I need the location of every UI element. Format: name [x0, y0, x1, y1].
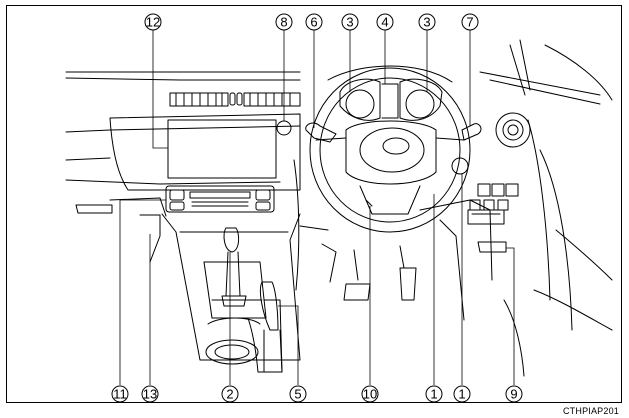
right-air-vent	[495, 112, 531, 148]
engine-switch	[451, 157, 469, 175]
shift-lever	[221, 227, 247, 307]
pedals	[321, 243, 417, 301]
callout-1a: 1	[430, 387, 437, 402]
hazard-switch	[276, 120, 292, 136]
callout-2: 2	[226, 387, 233, 402]
callout-9-circle	[505, 385, 523, 403]
right-switch-panel	[467, 183, 519, 225]
callout-7-circle	[461, 13, 479, 31]
callout-3a: 3	[346, 15, 353, 30]
callout-1a-circle	[425, 385, 443, 403]
callout-12: 12	[146, 15, 160, 30]
center-display	[109, 113, 301, 191]
steering-wheel	[309, 67, 471, 233]
hood-lock-release-lever	[477, 241, 507, 253]
callout-3b: 3	[423, 15, 430, 30]
parking-brake-lever	[259, 281, 283, 373]
leader-lines	[119, 30, 515, 385]
climate-control-panel	[165, 185, 275, 213]
dashboard-outline	[65, 39, 613, 185]
callout-5: 5	[294, 387, 301, 402]
callout-3a-circle	[341, 13, 359, 31]
callout-13: 13	[143, 387, 157, 402]
light-switch-stalk	[305, 122, 337, 143]
callout-12-circle	[144, 13, 162, 31]
callout-8: 8	[280, 15, 287, 30]
callout-11: 11	[113, 387, 127, 402]
callout-circles	[111, 13, 523, 403]
left-vent-switch	[75, 204, 113, 214]
wiper-switch-stalk	[461, 123, 482, 141]
callout-7: 7	[466, 15, 473, 30]
callout-3b-circle	[418, 13, 436, 31]
callout-8-circle	[275, 13, 293, 31]
callout-1b: 1	[458, 387, 465, 402]
callout-10-circle	[361, 385, 379, 403]
callout-13-circle	[141, 385, 159, 403]
center-console	[161, 213, 301, 373]
callout-6-circle	[305, 13, 323, 31]
callout-9: 9	[510, 387, 517, 402]
callout-4-circle	[376, 13, 394, 31]
callout-6: 6	[310, 15, 317, 30]
callout-10: 10	[363, 387, 377, 402]
callout-1b-circle	[453, 385, 471, 403]
callout-4: 4	[381, 15, 388, 30]
callout-11-circle	[111, 385, 129, 403]
callout-5-circle	[289, 385, 307, 403]
callout-2-circle	[221, 385, 239, 403]
figure-id: CTHPIAP201	[562, 406, 619, 416]
center-air-vents	[169, 92, 301, 107]
